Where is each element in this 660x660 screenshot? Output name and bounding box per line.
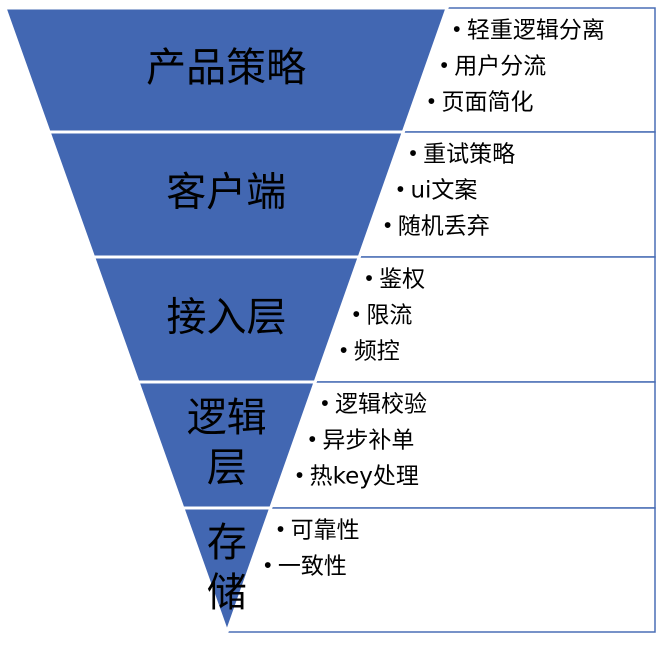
layer-3-item-1: 鉴权 <box>379 267 425 293</box>
bullet-marker: • <box>363 267 375 291</box>
bullet-marker: • <box>426 90 438 114</box>
layer-3-label: 接入层 <box>166 295 286 341</box>
bullet-marker: • <box>382 214 394 238</box>
layer-1-item-2: 用户分流 <box>454 54 546 80</box>
layer-2-item-3: 随机丢弃 <box>398 214 490 240</box>
layer-5-item-2: 一致性 <box>278 554 347 580</box>
bullet-marker: • <box>438 54 450 78</box>
bullet-marker: • <box>407 142 419 166</box>
layer-5-label: 储 <box>207 570 247 616</box>
layer-2-item-2: ui文案 <box>410 178 477 204</box>
layer-4-label: 逻辑 <box>187 395 267 441</box>
layer-3-item-3: 频控 <box>354 339 400 365</box>
layer-3-item-2: 限流 <box>366 303 412 329</box>
layer-4-item-1: 逻辑校验 <box>335 392 427 418</box>
bullet-marker: • <box>350 303 362 327</box>
bullet-marker: • <box>306 428 318 452</box>
funnel-layer-5 <box>180 506 273 637</box>
layer-1-item-1: 轻重逻辑分离 <box>467 18 605 44</box>
bullet-marker: • <box>262 554 274 578</box>
bullet-marker: • <box>394 178 406 202</box>
layer-4-item-3: 热key处理 <box>310 464 419 490</box>
layer-1-item-3: 页面简化 <box>442 90 534 116</box>
bullet-marker: • <box>338 339 350 363</box>
layer-5-label: 存 <box>207 520 247 566</box>
layer-2-item-1: 重试策略 <box>423 142 515 168</box>
layer-1-label: 产品策略 <box>146 45 306 91</box>
bullet-marker: • <box>294 464 306 488</box>
layer-4-label: 层 <box>207 445 247 491</box>
bullet-marker: • <box>319 392 331 416</box>
layer-5-item-1: 可靠性 <box>291 518 360 544</box>
bullet-marker: • <box>451 18 463 42</box>
layer-2-label: 客户端 <box>166 170 286 216</box>
layer-4-item-2: 异步补单 <box>322 428 414 454</box>
bullet-marker: • <box>275 518 287 542</box>
